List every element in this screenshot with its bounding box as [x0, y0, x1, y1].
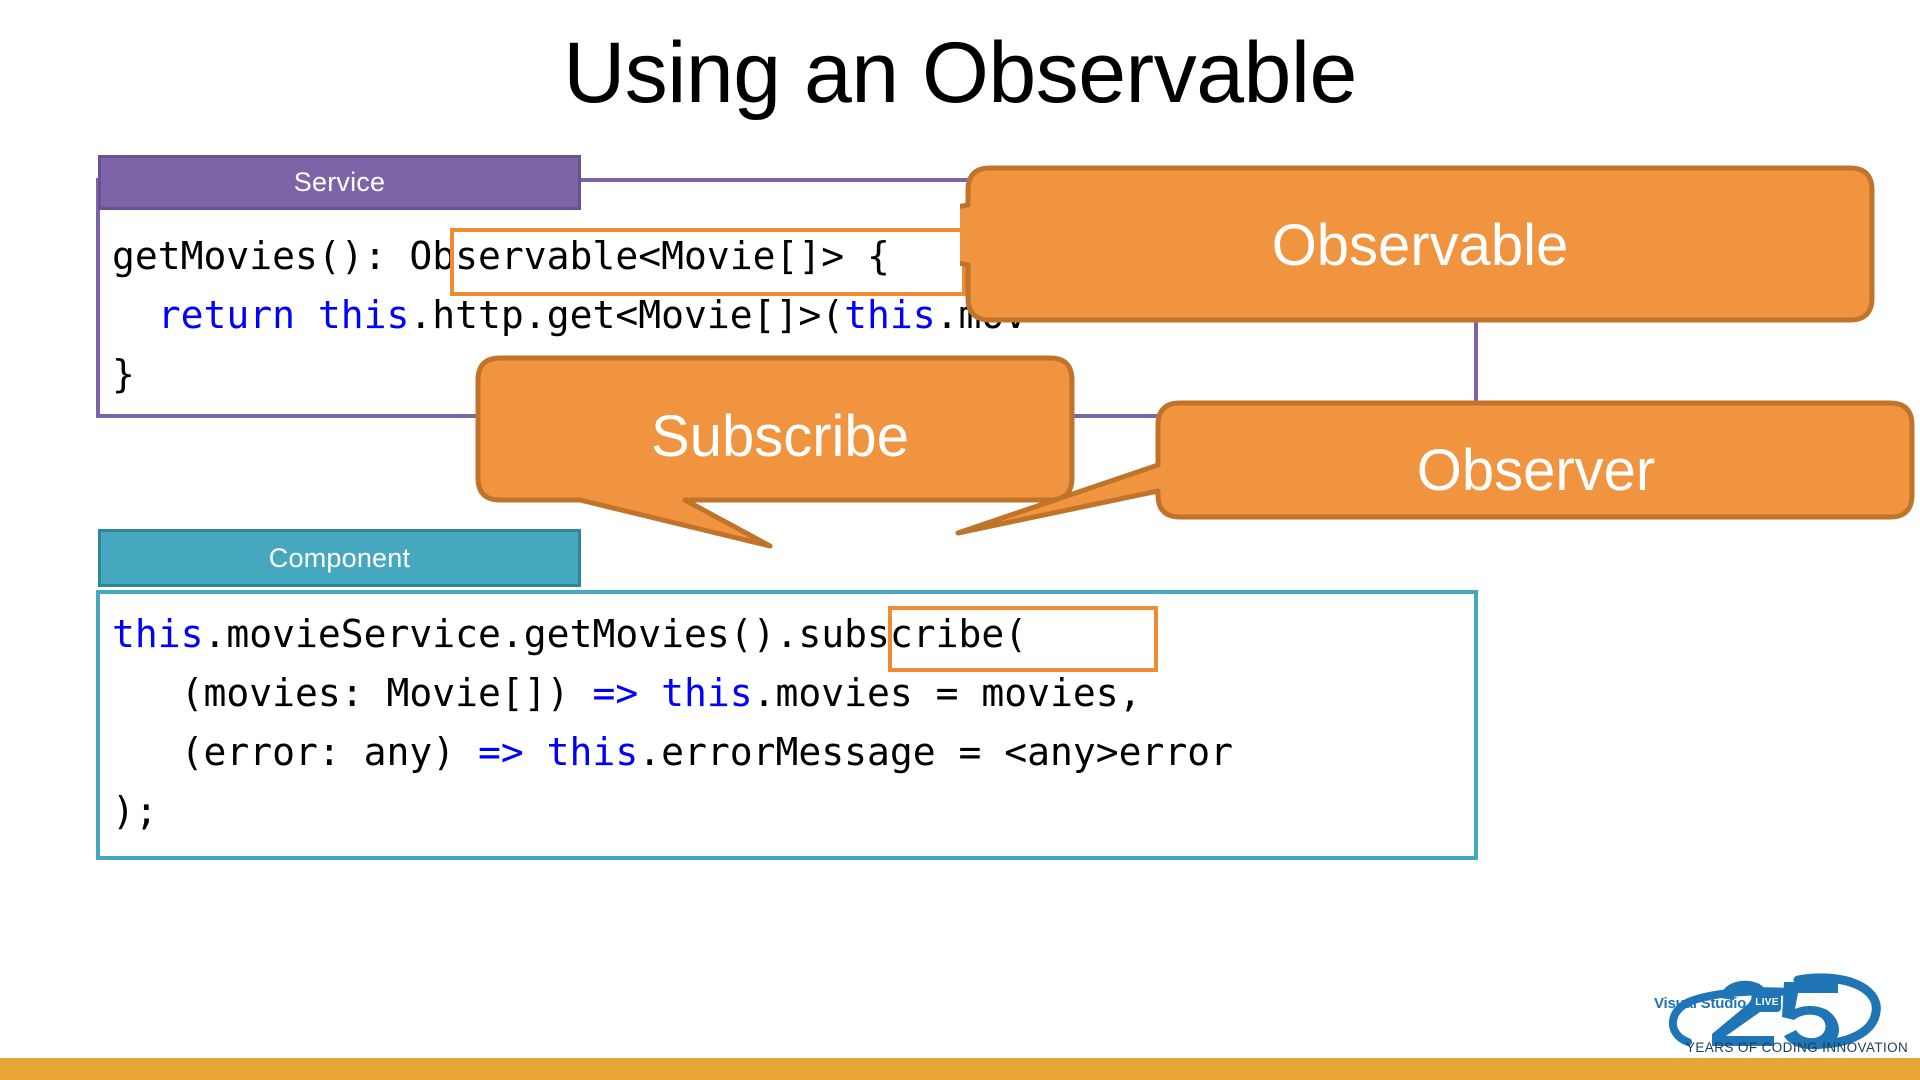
code-segment: .errorMessage = <any>error — [638, 730, 1234, 774]
code-segment: (error: any) — [112, 730, 479, 774]
callout-subscribe-shape — [475, 355, 1075, 549]
logo-tagline: YEARS OF CODING INNOVATION — [1686, 1040, 1909, 1055]
code-keyword-arrow: => this — [478, 730, 639, 774]
callout-subscribe-label: Subscribe — [651, 403, 909, 469]
code-keyword-this: this — [112, 612, 204, 656]
service-code-line-3: } — [112, 350, 135, 398]
code-segment: ); — [112, 789, 158, 833]
component-code-line-1: this.movieService.getMovies().subscribe( — [112, 610, 1027, 658]
code-keyword-this: this — [844, 293, 936, 337]
code-segment: (movies: Movie[]) — [112, 671, 593, 715]
callout-subscribe — [475, 355, 1075, 549]
service-panel-header: Service — [98, 155, 581, 210]
callout-observer — [955, 400, 1915, 536]
component-code-line-4: ); — [112, 787, 158, 835]
code-segment: .movieService.getMovies().subscribe( — [203, 612, 1028, 656]
service-panel-header-label: Service — [293, 167, 386, 197]
callout-observable — [960, 165, 1875, 323]
code-keyword-arrow: => this — [592, 671, 753, 715]
logo-live-badge: LIVE — [1753, 993, 1781, 1012]
component-panel-header-label: Component — [268, 542, 411, 573]
code-segment: .http.get<Movie[]>( — [409, 293, 845, 337]
code-segment: } — [112, 352, 135, 396]
service-code-line-2: return this.http.get<Movie[]>(this.mov — [112, 291, 1027, 339]
service-code-line-1: getMovies(): Observable<Movie[]> { — [112, 232, 890, 280]
callout-observable-shape — [960, 165, 1875, 323]
component-code-line-2: (movies: Movie[]) => this.movies = movie… — [112, 669, 1142, 717]
component-panel-header: Component — [98, 529, 581, 587]
logo-brand-text: Visual Studio — [1654, 995, 1747, 1012]
visual-studio-live-logo: Visual Studio LIVE YEARS OF CODING INNOV… — [1648, 968, 1908, 1060]
page-title: Using an Observable — [563, 25, 1357, 121]
component-code-body — [96, 590, 1478, 860]
component-code-line-3: (error: any) => this.errorMessage = <any… — [112, 728, 1233, 776]
callout-observer-label: Observer — [1416, 438, 1656, 503]
callout-observable-label: Observable — [1271, 212, 1569, 278]
code-keyword-return: return this — [112, 293, 410, 337]
code-segment: getMovies(): Observable<Movie[]> { — [112, 234, 890, 278]
callout-observer-shape — [955, 400, 1915, 536]
bottom-accent-bar — [0, 1058, 1920, 1080]
code-segment: .movies = movies, — [752, 671, 1142, 715]
